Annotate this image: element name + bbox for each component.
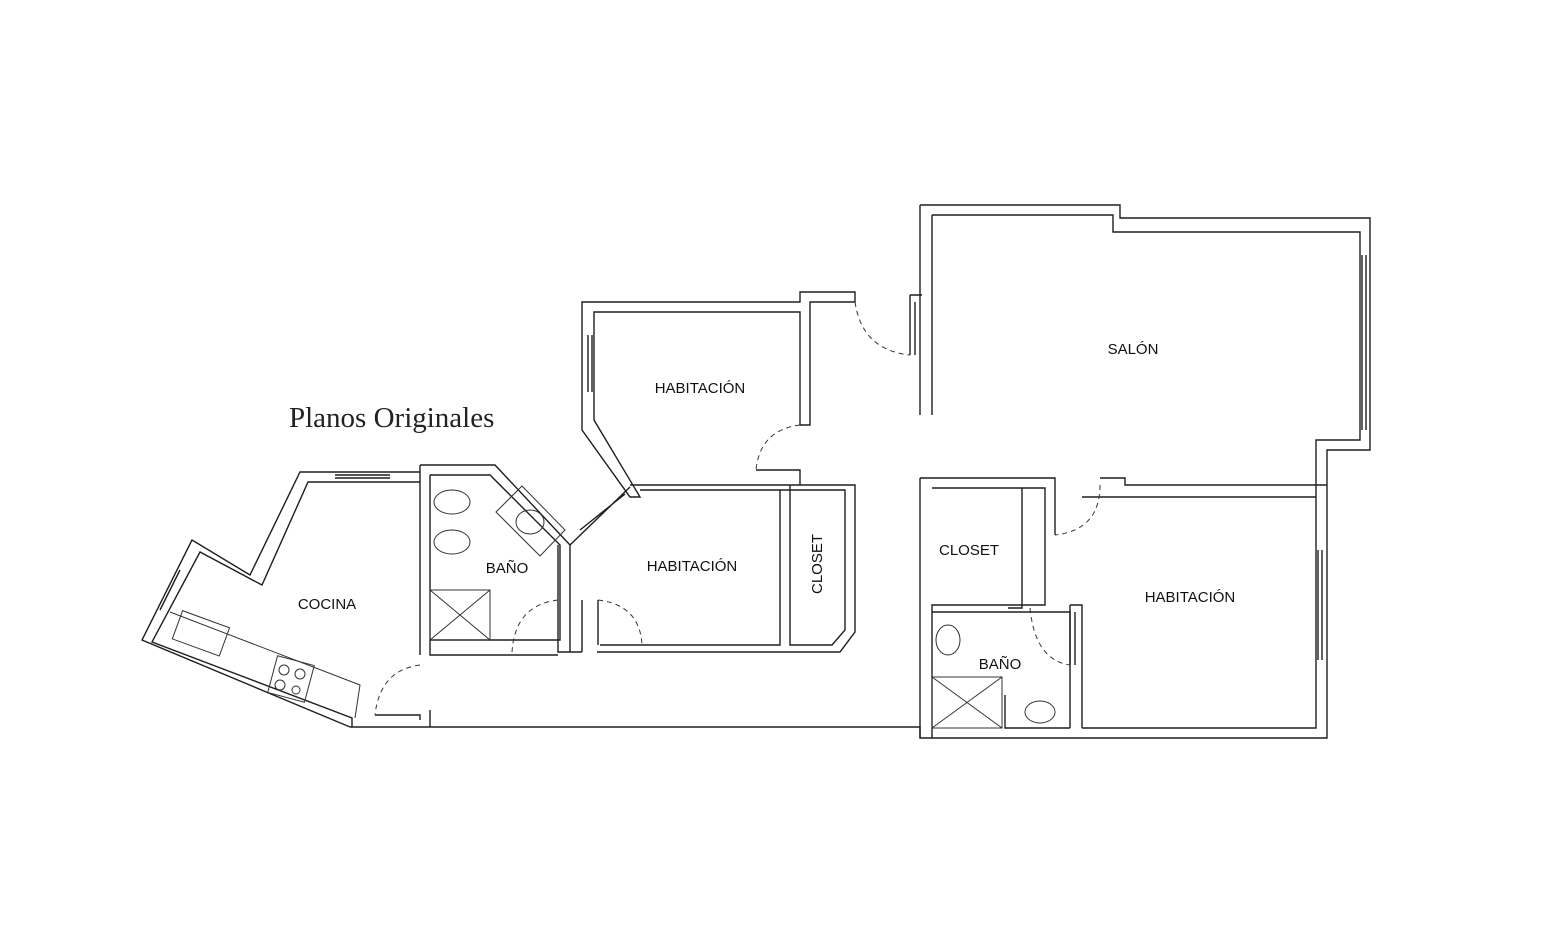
room-labels: SALÓN HABITACIÓN HABITACIÓN HABITACIÓN C… — [298, 341, 1235, 673]
room-label-cocina: COCINA — [298, 596, 356, 613]
room-label-closet-right: CLOSET — [939, 542, 999, 559]
doors — [374, 301, 1101, 716]
plan-title: Planos Originales — [289, 402, 495, 434]
room-label-bano-left: BAÑO — [486, 560, 529, 577]
room-label-closet-middle: CLOSET — [809, 534, 826, 594]
room-label-habitacion-middle: HABITACIÓN — [647, 558, 738, 575]
room-label-habitacion-top: HABITACIÓN — [655, 380, 746, 397]
walls — [141, 204, 1371, 739]
room-label-habitacion-right: HABITACIÓN — [1145, 589, 1236, 606]
room-label-salon: SALÓN — [1108, 341, 1159, 358]
room-label-bano-right: BAÑO — [979, 656, 1022, 673]
